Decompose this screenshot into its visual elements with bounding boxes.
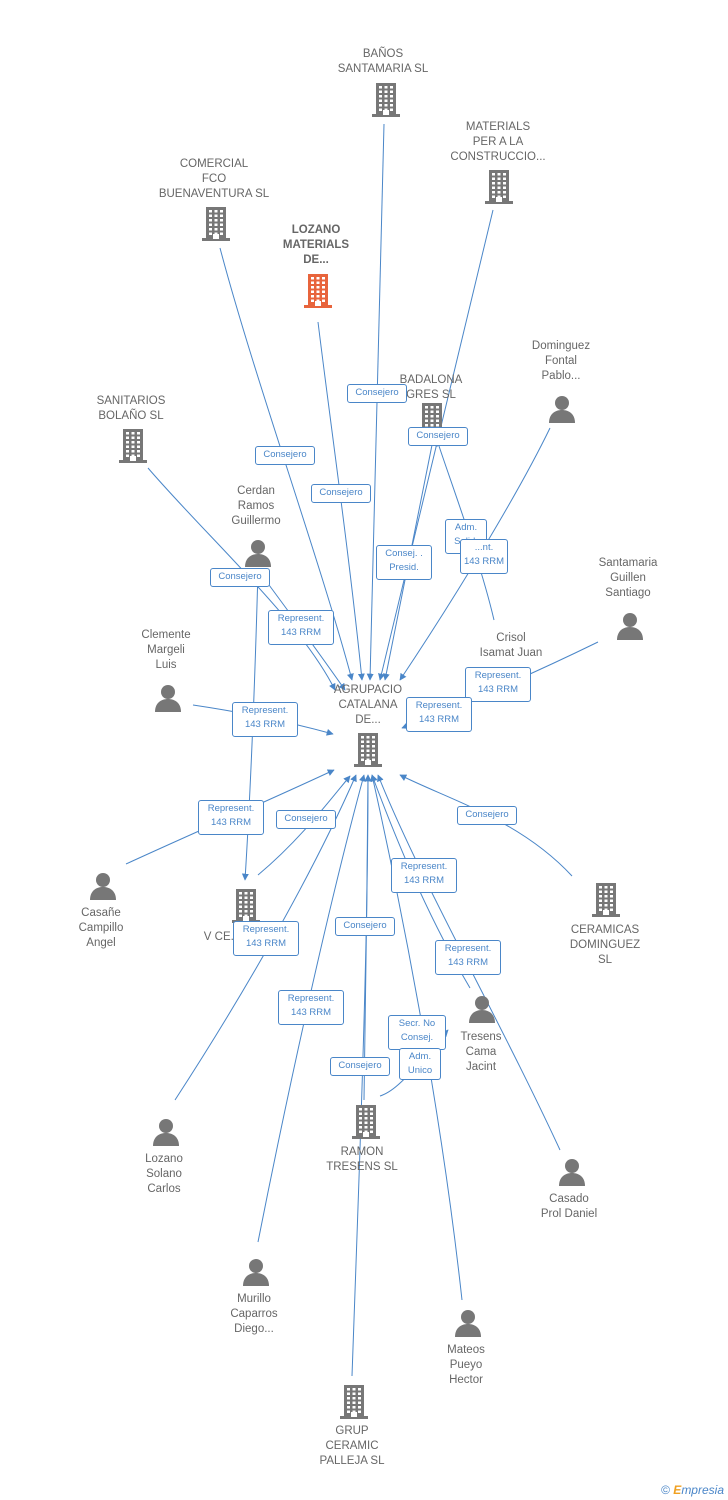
node-label-comercial[interactable]: COMERCIAL FCO BUENAVENTURA SL <box>158 158 270 200</box>
edge-label-represent-cerdan: Represent. 143 RRM <box>268 610 334 645</box>
edge-label-consej-presid: Consej. . Presid. <box>376 545 432 580</box>
building-icon[interactable] <box>591 883 621 917</box>
brand-initial: E <box>673 1483 682 1497</box>
building-icon[interactable] <box>118 429 148 463</box>
person-icon[interactable] <box>454 1309 482 1337</box>
edge-label-consejero-ceramicas: Consejero <box>457 806 517 825</box>
node-label-lozano-solano[interactable]: Lozano Solano Carlos <box>145 1153 183 1195</box>
node-label-badalona[interactable]: BADALONA GRES SL <box>399 374 463 401</box>
edge-label-consejero-3: Consejero <box>311 484 371 503</box>
person-icon[interactable] <box>152 1118 180 1146</box>
node-label-ramon[interactable]: RAMON TRESENS SL <box>326 1146 398 1173</box>
building-icon[interactable] <box>201 207 231 241</box>
building-icon[interactable] <box>353 733 383 767</box>
edge-label-consejero-5: Consejero <box>210 568 270 587</box>
node-label-casane[interactable]: Casañe Campillo Angel <box>78 907 124 949</box>
copyright-symbol: © <box>661 1483 670 1497</box>
brand-name: mpresia <box>681 1483 724 1497</box>
node-label-santamaria[interactable]: Santamaria Guillen Santiago <box>598 557 658 599</box>
person-icon[interactable] <box>468 995 496 1023</box>
footer-brand[interactable]: © Empresia <box>661 1483 724 1497</box>
node-label-banos[interactable]: BAÑOS SANTAMARIA SL <box>337 48 429 75</box>
node-label-mateos[interactable]: Mateos Pueyo Hector <box>447 1344 485 1386</box>
person-icon[interactable] <box>616 612 644 640</box>
building-icon[interactable] <box>339 1385 369 1419</box>
building-icon[interactable] <box>351 1105 381 1139</box>
building-icon[interactable] <box>303 274 333 308</box>
edge-line <box>363 774 372 1101</box>
edge-label-represent-vce: Represent. 143 RRM <box>233 921 299 956</box>
edge-label-represent-clemente: Represent. 143 RRM <box>232 702 298 737</box>
node-label-tresens[interactable]: Tresens Cama Jacint <box>460 1031 502 1073</box>
node-label-dominguez-fontal[interactable]: Dominguez Fontal Pablo... <box>531 340 591 382</box>
node-label-grup[interactable]: GRUP CERAMIC PALLEJA SL <box>319 1425 385 1467</box>
edge-label-secr-no-consej: Secr. No Consej. <box>388 1015 446 1050</box>
building-icon[interactable] <box>231 889 261 923</box>
person-icon[interactable] <box>154 684 182 712</box>
person-icon[interactable] <box>548 395 576 423</box>
edge-label-consejero-1: Consejero <box>347 384 407 403</box>
edge-label-consejero-2: Consejero <box>255 446 315 465</box>
building-icon[interactable] <box>371 83 401 117</box>
edge-label-consejero-vce: Consejero <box>276 810 336 829</box>
edge-label-represent-badalona: ...nt. 143 RRM <box>460 539 508 574</box>
node-label-sanitarios[interactable]: SANITARIOS BOLAÑO SL <box>96 395 166 422</box>
edge-label-represent-crisol: Represent. 143 RRM <box>406 697 472 732</box>
edge-line <box>369 774 463 1301</box>
node-label-murillo[interactable]: Murillo Caparros Diego... <box>230 1293 278 1335</box>
node-label-crisol[interactable]: Crisol Isamat Juan <box>479 632 543 659</box>
person-icon[interactable] <box>89 872 117 900</box>
person-icon[interactable] <box>558 1158 586 1186</box>
person-icon[interactable] <box>244 539 272 567</box>
node-label-clemente[interactable]: Clemente Margeli Luis <box>141 629 191 671</box>
node-label-cerdan[interactable]: Cerdan Ramos Guillermo <box>231 485 281 527</box>
edge-label-represent-santamaria: Represent. 143 RRM <box>465 667 531 702</box>
edge-label-represent-tresens: Represent. 143 RRM <box>435 940 501 975</box>
node-label-ceramicas[interactable]: CERAMICAS DOMINGUEZ SL <box>569 924 641 966</box>
node-label-materials[interactable]: MATERIALS PER A LA CONSTRUCCIO... <box>450 121 546 163</box>
edge-label-consejero-4: Consejero <box>408 427 468 446</box>
node-label-casado[interactable]: Casado Prol Daniel <box>540 1193 598 1220</box>
building-icon[interactable] <box>484 170 514 204</box>
edge-label-consejero-mid: Consejero <box>335 917 395 936</box>
edge-label-represent-mid: Represent. 143 RRM <box>391 858 457 893</box>
node-label-agrupacio[interactable]: AGRUPACIO CATALANA DE... <box>333 684 403 726</box>
person-icon[interactable] <box>242 1258 270 1286</box>
edge-label-adm-unico: Adm. Unico <box>399 1048 441 1080</box>
edge-line <box>219 247 354 681</box>
edge-label-represent-casane: Represent. 143 RRM <box>198 800 264 835</box>
edge-label-consejero-ramon: Consejero <box>330 1057 390 1076</box>
node-label-lozano-materials[interactable]: LOZANO MATERIALS DE... <box>282 224 350 266</box>
edge-label-represent-murillo: Represent. 143 RRM <box>278 990 344 1025</box>
